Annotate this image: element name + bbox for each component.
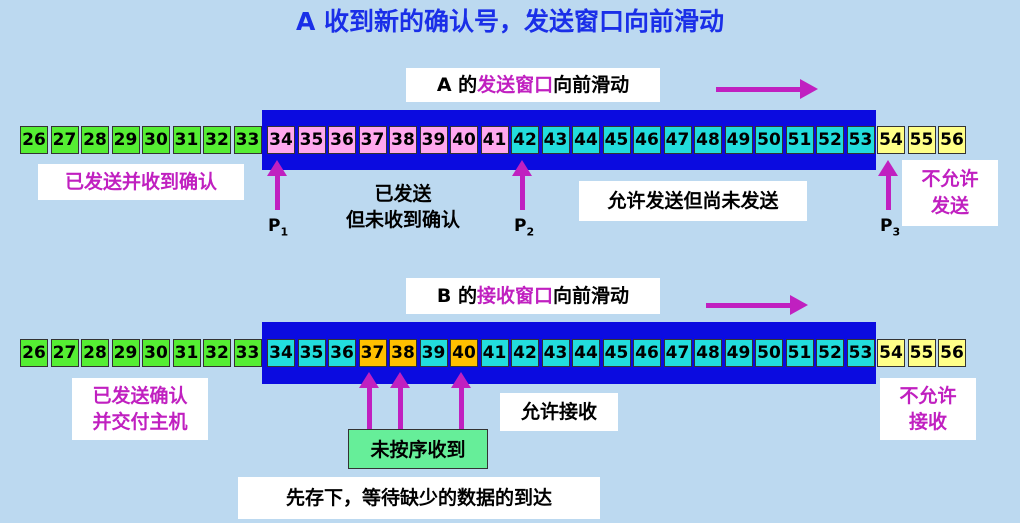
sender-seq-cell-27: 27 <box>50 126 79 154</box>
out-of-order-arrow-38 <box>390 372 410 430</box>
receiver-note: 先存下，等待缺少的数据的到达 <box>238 477 600 519</box>
sender-seq-cell-35: 35 <box>297 126 326 154</box>
sender-heading-highlight: 发送窗口 <box>477 74 554 96</box>
sender-seq-cell-34: 34 <box>267 126 295 154</box>
page-title: A 收到新的确认号，发送窗口向前滑动 <box>295 7 725 36</box>
pointer-p1-label: P1 <box>268 216 289 239</box>
receiver-seq-cell-37: 37 <box>358 339 387 367</box>
pointer-p1-arrow <box>267 160 287 210</box>
receiver-heading: B 的接收窗口向前滑动 <box>406 278 660 314</box>
sender-label-sent-unacked-line2: 但未收到确认 <box>345 209 460 231</box>
sender-heading-suffix: 向前滑动 <box>553 74 630 96</box>
receiver-not-allowed-line2: 接收 <box>908 411 947 433</box>
sender-seq-cell-31: 31 <box>172 126 201 154</box>
sender-seq-cell-41: 41 <box>480 126 509 154</box>
sender-seq-cell-39: 39 <box>419 126 448 154</box>
sender-label-acked: 已发送并收到确认 <box>38 164 244 200</box>
receiver-label-delivered: 已发送确认 并交付主机 <box>72 378 208 440</box>
sender-seq-cell-26: 26 <box>20 126 48 154</box>
sender-label-not-allowed: 不允许 发送 <box>902 160 998 226</box>
sender-seq-cell-42: 42 <box>511 126 539 154</box>
sender-not-allowed-line1: 不允许 <box>921 168 979 190</box>
receiver-seq-cell-52: 52 <box>816 339 844 367</box>
receiver-seq-cell-36: 36 <box>328 339 356 367</box>
sender-seq-cell-30: 30 <box>142 126 170 154</box>
receiver-seq-cell-39: 39 <box>419 339 448 367</box>
receiver-seq-cell-53: 53 <box>846 339 875 367</box>
receiver-heading-suffix: 向前滑动 <box>553 285 630 307</box>
receiver-heading-highlight: 接收窗口 <box>477 285 554 307</box>
sender-label-sent-unacked: 已发送 但未收到确认 <box>318 181 488 233</box>
sender-seq-cell-29: 29 <box>111 126 140 154</box>
sender-seq-cell-44: 44 <box>572 126 600 154</box>
receiver-delivered-line1: 已发送确认 <box>92 385 188 407</box>
sender-heading: A 的发送窗口向前滑动 <box>406 68 660 102</box>
sender-seq-cell-28: 28 <box>81 126 109 154</box>
sender-seq-cell-48: 48 <box>694 126 722 154</box>
sender-not-allowed-line2: 发送 <box>930 195 969 217</box>
receiver-seq-cell-38: 38 <box>389 339 417 367</box>
receiver-seq-cell-28: 28 <box>81 339 109 367</box>
receiver-seq-cell-41: 41 <box>480 339 509 367</box>
receiver-seq-cell-51: 51 <box>785 339 814 367</box>
pointer-p2-label: P2 <box>514 216 535 239</box>
sender-seq-cell-56: 56 <box>938 126 966 154</box>
sender-seq-cell-40: 40 <box>450 126 478 154</box>
receiver-label-not-allowed: 不允许 接收 <box>880 378 976 440</box>
sender-seq-cell-45: 45 <box>602 126 631 154</box>
sender-seq-cell-38: 38 <box>389 126 417 154</box>
sender-seq-cell-50: 50 <box>755 126 783 154</box>
receiver-seq-cell-48: 48 <box>694 339 722 367</box>
receiver-seq-cell-27: 27 <box>50 339 79 367</box>
pointer-p3-label: P3 <box>880 216 901 239</box>
sender-seq-cell-37: 37 <box>358 126 387 154</box>
receiver-seq-cell-50: 50 <box>755 339 783 367</box>
sender-label-allowed: 允许发送但尚未发送 <box>579 181 807 221</box>
receiver-heading-prefix: B 的 <box>436 285 478 307</box>
receiver-seq-cell-31: 31 <box>172 339 201 367</box>
receiver-seq-cell-42: 42 <box>511 339 539 367</box>
sender-heading-prefix: A 的 <box>436 74 478 96</box>
out-of-order-arrow-37 <box>359 372 379 430</box>
receiver-seq-cell-26: 26 <box>20 339 48 367</box>
sender-seq-cell-33: 33 <box>233 126 262 154</box>
receiver-seq-cell-32: 32 <box>203 339 231 367</box>
receiver-seq-cell-49: 49 <box>724 339 753 367</box>
receiver-not-allowed-line1: 不允许 <box>899 385 957 407</box>
receiver-seq-cell-35: 35 <box>297 339 326 367</box>
sender-label-sent-unacked-line1: 已发送 <box>374 183 432 205</box>
receiver-seq-cell-40: 40 <box>450 339 478 367</box>
receiver-label-out-of-order: 未按序收到 <box>348 429 488 469</box>
sender-seq-cell-51: 51 <box>785 126 814 154</box>
receiver-label-allowed: 允许接收 <box>500 393 618 431</box>
out-of-order-arrow-40 <box>451 372 471 430</box>
pointer-p3-arrow <box>878 160 898 210</box>
receiver-seq-cell-43: 43 <box>541 339 570 367</box>
sender-seq-cell-46: 46 <box>633 126 661 154</box>
pointer-p2-arrow <box>512 160 532 210</box>
sender-seq-cell-32: 32 <box>203 126 231 154</box>
receiver-seq-cell-55: 55 <box>907 339 936 367</box>
receiver-seq-cell-29: 29 <box>111 339 140 367</box>
receiver-seq-cell-45: 45 <box>602 339 631 367</box>
sender-seq-cell-52: 52 <box>816 126 844 154</box>
receiver-seq-cell-54: 54 <box>877 339 905 367</box>
sender-seq-cell-43: 43 <box>541 126 570 154</box>
receiver-slide-arrow <box>706 295 808 315</box>
sender-seq-cell-53: 53 <box>846 126 875 154</box>
receiver-seq-cell-47: 47 <box>663 339 692 367</box>
receiver-seq-cell-33: 33 <box>233 339 262 367</box>
receiver-seq-cell-56: 56 <box>938 339 966 367</box>
sender-seq-cell-49: 49 <box>724 126 753 154</box>
receiver-seq-cell-34: 34 <box>267 339 295 367</box>
sender-slide-arrow <box>716 79 818 99</box>
sender-seq-cell-47: 47 <box>663 126 692 154</box>
receiver-seq-cell-44: 44 <box>572 339 600 367</box>
receiver-seq-cell-46: 46 <box>633 339 661 367</box>
sender-seq-cell-55: 55 <box>907 126 936 154</box>
sender-seq-cell-54: 54 <box>877 126 905 154</box>
sender-seq-cell-36: 36 <box>328 126 356 154</box>
receiver-seq-cell-30: 30 <box>142 339 170 367</box>
receiver-delivered-line2: 并交付主机 <box>92 411 188 433</box>
